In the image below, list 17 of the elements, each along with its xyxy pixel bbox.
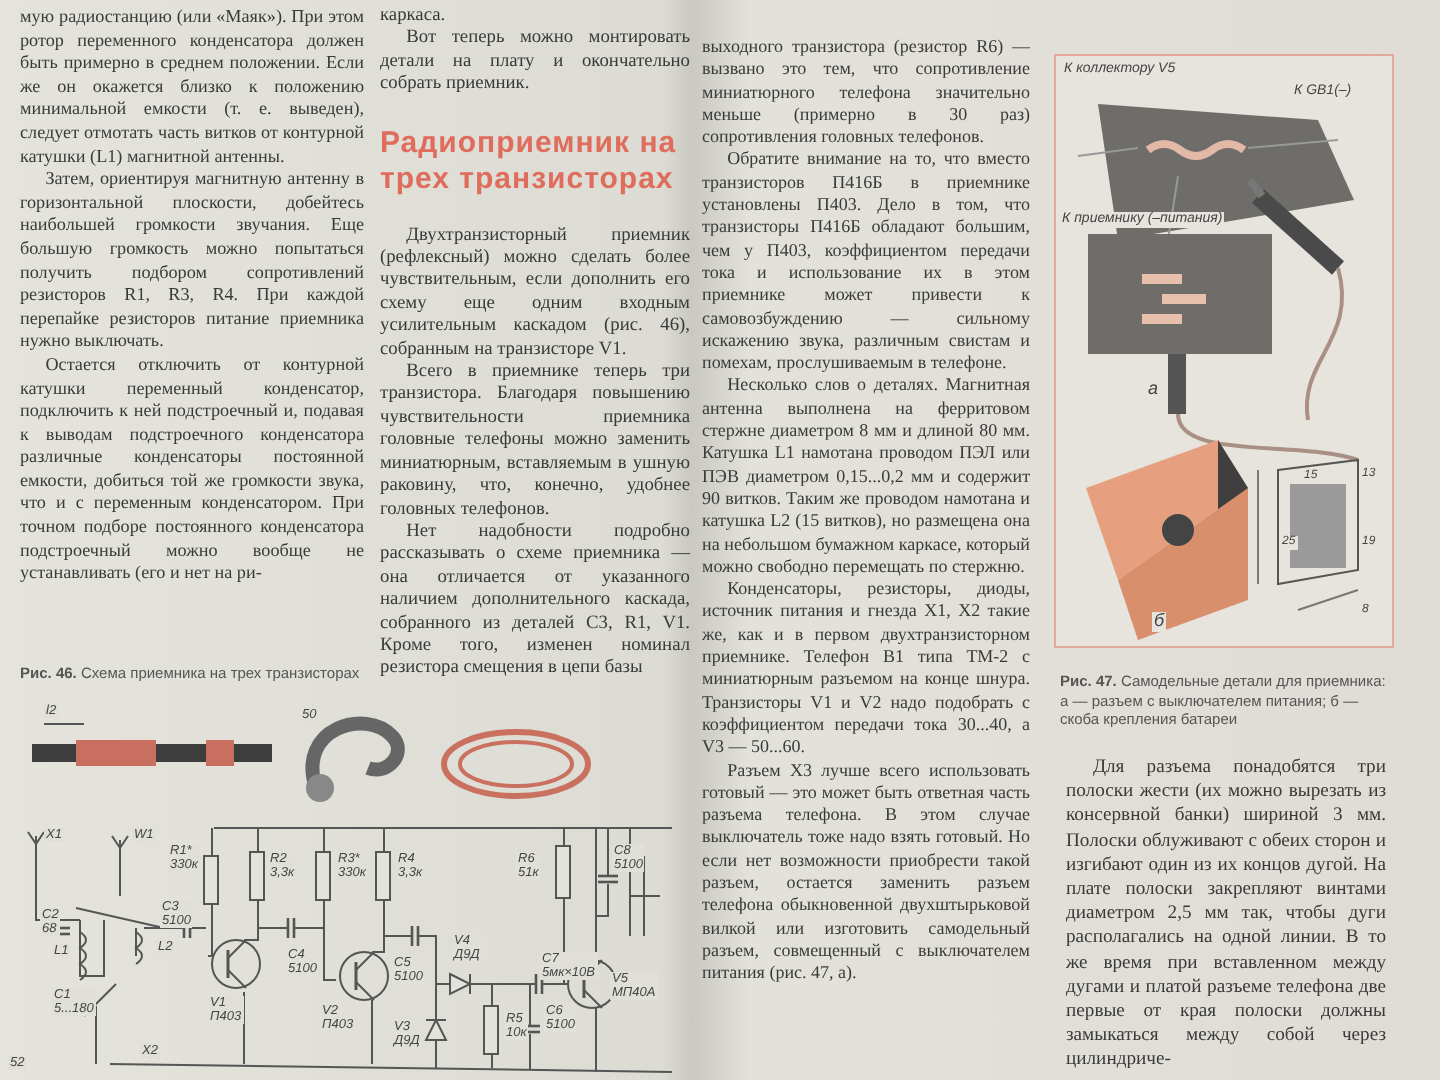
paragraph: мую радиостанцию (или «Маяк»). При этом ротор переменного конденсатора должен быть примерно в среднем положении. Если же он окажется близко к положению минимальной емкости (т. е. выведен), следует отмотать часть витков от контурной катушки (L1) магнитной антенны.: [20, 6, 364, 169]
paragraph: Несколько слов о деталях. Магнитная антенна выполнена на ферритовом стержне диаметром 8 мм и длиной 80 мм. Катушка L1 намотана проводом ПЭЛ или ПЭВ диаметром 0,15...0,2 мм и содержит 90 витков. Таким же проводом намотана и катушка L2 (15 витков), но размещена она на небольшом бумажном каркасе, который можно свободно перемещать по стержню.: [702, 374, 1030, 579]
paragraph: выходного транзистора (резистор R6) — вызвано это тем, что сопротивление миниатюрного телефона значительно меньше (примерно в 30 раз) сопротивления головных телефонов.: [702, 36, 1030, 149]
paragraph: Остается отключить от контурной катушки переменный конденсатор, подключить к ней подстроечный и, подавая к выводам подстроечного конденсатора различные конденсаторы постоянной емкости, добиться той же громкости звука, что и с переменным конденсатором. При точном подборе постоянного конденсатора подстроечный можно вообще не устанавливать (его и нет на ри-: [20, 353, 364, 586]
paragraph: Затем, ориентируя магнитную антенну в горизонтальной плоскости, добейтесь наибольшей громкости звучания. Еще большую громкость можно попытаться получить подбором сопротивлений резисторов R1, R3, R4. При каждой перепайке резисторов питание приемника нужно выключать.: [20, 168, 364, 354]
section-heading: Радиоприемник на трех транзисторах: [380, 125, 679, 198]
paragraph: каркаса.: [380, 6, 448, 29]
paragraph: Обратите внимание на то, что вместо транзисторов П416Б в приемнике установлены П403. Дело в том, что транзисторы П416Б обладают большим, чем у П403, коэффициентом передачи тока и использование их в этом приемнике может привести к самовозбуждению — сильному искажению звука, различным свистам и помехам, прослушиваемым в телефоне.: [702, 148, 1030, 375]
paragraph: Нет надобности подробно рассказывать о схеме приемника — она отличается от указанного наличием дополнительного каскада, собранного из деталей C3, R1, V1. Кроме того, изменен номинал резистора смещения в цепи базы: [380, 521, 690, 682]
paragraph: Вот теперь можно монтировать детали на плату и окончательно собрать приемник.: [380, 28, 690, 98]
paragraph: Двухтранзисторный приемник (рефлексный) можно сделать более чувствительным, если дополнить его схему еще одним входным усилительным каскадом (рис. 46), собранным на транзисторе V1.: [380, 225, 690, 363]
figure-label: а: [1146, 380, 1161, 400]
paragraph: Конденсаторы, резисторы, диоды, источник питания и гнезда X1, X2 такие же, как и в первом двухтранзисторном приемнике. Телефон B1 типа ТМ-2 с миниатюрным разъемом на конце шнура. Транзисторы V1 и V2 надо подобрать с коэффициентом передачи тока 30...40, а V3 — 50...60.: [702, 578, 1030, 759]
paragraph: Разъем X3 лучше всего использовать готовый — это может быть ответная часть разъема телефона. В этом случае выключатель тоже надо взять готовый. Но если нет возможности приобрести такой разъем, остается заменить разъем телефона обыкновенной двухштырьковой вилкой или изготовить самодельный разъем, совмещенный с выключателем питания (рис. 47, а).: [702, 759, 1030, 985]
figure-label: б: [1152, 612, 1167, 632]
paragraph: Для разъема понадобятся три полоски жести (их можно вырезать из консервной банки) шириной 3 мм. Полоски облуживают с обеих сторон и изгибают один из их концов дугой. На плате полоски закрепляют винтами диаметром 2,5 мм так, чтобы дуги располагались на одной линии. В то же время при вставленном между дугами и платой разъеме телефона две первые от края полоски должны замыкаться между собой через цилиндриче-: [1066, 756, 1386, 1074]
paragraph: Всего в приемнике теперь три транзистора. Благодаря повышению чувствительности приемника головные телефоны можно заменить миниатюрным, вставляемым в ушную раковину, что, конечно, удобнее головных телефонов.: [380, 362, 690, 522]
